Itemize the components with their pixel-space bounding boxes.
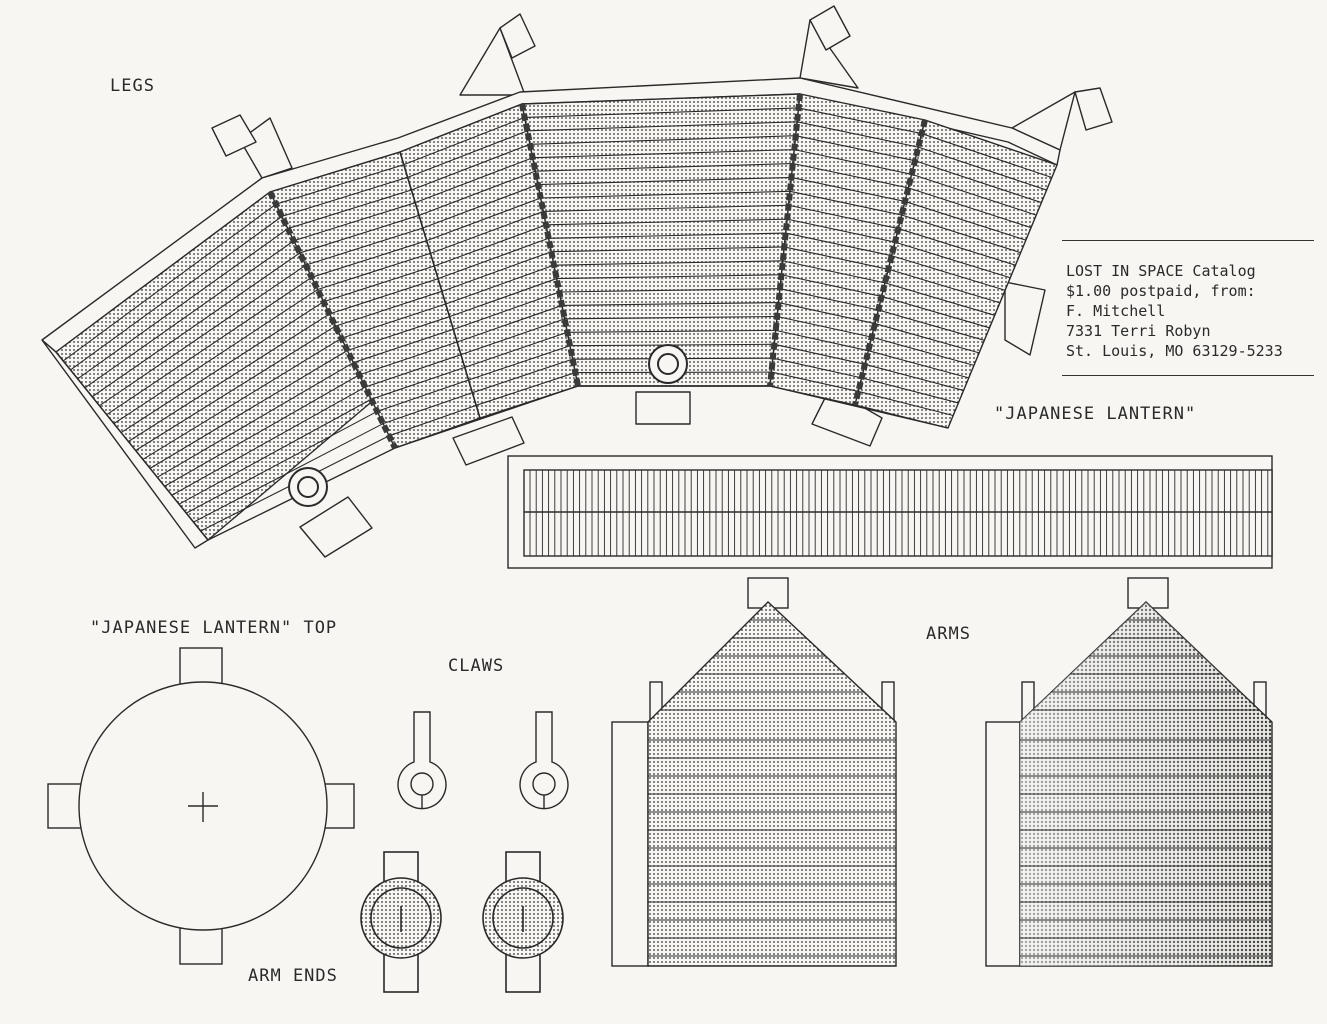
- claws-label: CLAWS: [448, 656, 505, 676]
- legs-holes: [288, 344, 688, 507]
- claw-left: [397, 711, 447, 810]
- lantern-top-disc: [47, 647, 355, 965]
- catalog-street: 7331 Terri Robyn: [1066, 322, 1211, 340]
- claw-right: [519, 711, 569, 810]
- legs-strip: [41, 5, 1113, 558]
- legs-stripes: [62, 107, 1052, 532]
- lantern-top-label: "JAPANESE LANTERN" TOP: [90, 618, 338, 638]
- claws: [397, 711, 569, 810]
- arm-end-left: [360, 851, 442, 993]
- arm-ends-label: ARM ENDS: [248, 966, 338, 986]
- catalog-price: $1.00 postpaid, from:: [1066, 282, 1256, 300]
- lantern-label: "JAPANESE LANTERN": [994, 404, 1197, 424]
- lantern-strip: [507, 455, 1273, 569]
- legs-label: LEGS: [110, 76, 155, 96]
- legs-top-tabs: [211, 5, 1113, 179]
- arm-right: [985, 577, 1273, 967]
- catalog-title: LOST IN SPACE Catalog: [1066, 262, 1256, 280]
- legs-bottom-tabs: [299, 281, 1046, 558]
- arm-ends: [360, 851, 564, 993]
- arm-end-right: [482, 851, 564, 993]
- legs-seams: [267, 93, 928, 450]
- catalog-city: St. Louis, MO 63129-5233: [1066, 342, 1283, 360]
- catalog-name: F. Mitchell: [1066, 302, 1166, 320]
- arm-left: [611, 577, 897, 967]
- arms-label: ARMS: [926, 624, 971, 644]
- catalog-notice: LOST IN SPACE Catalog $1.00 postpaid, fr…: [1062, 240, 1314, 376]
